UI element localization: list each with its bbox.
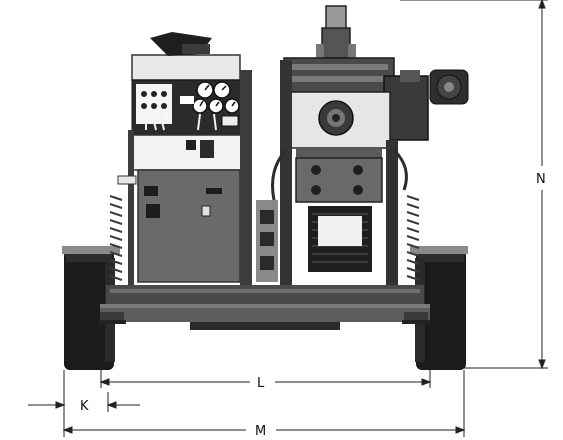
right-fender [410,246,468,254]
center-plumbing [256,200,278,282]
power-unit-cabinet [117,32,252,285]
base-frame [98,285,430,330]
dimension-lines [28,0,548,437]
dimension-label-l: L [257,376,265,391]
drill-tower [271,5,469,285]
dimension-label-n: N [536,172,546,187]
left-fender [62,246,120,254]
dimension-label-m: M [255,424,266,439]
dimension-label-k: K [80,399,89,414]
right-spring [406,195,420,281]
left-spring [109,195,123,281]
